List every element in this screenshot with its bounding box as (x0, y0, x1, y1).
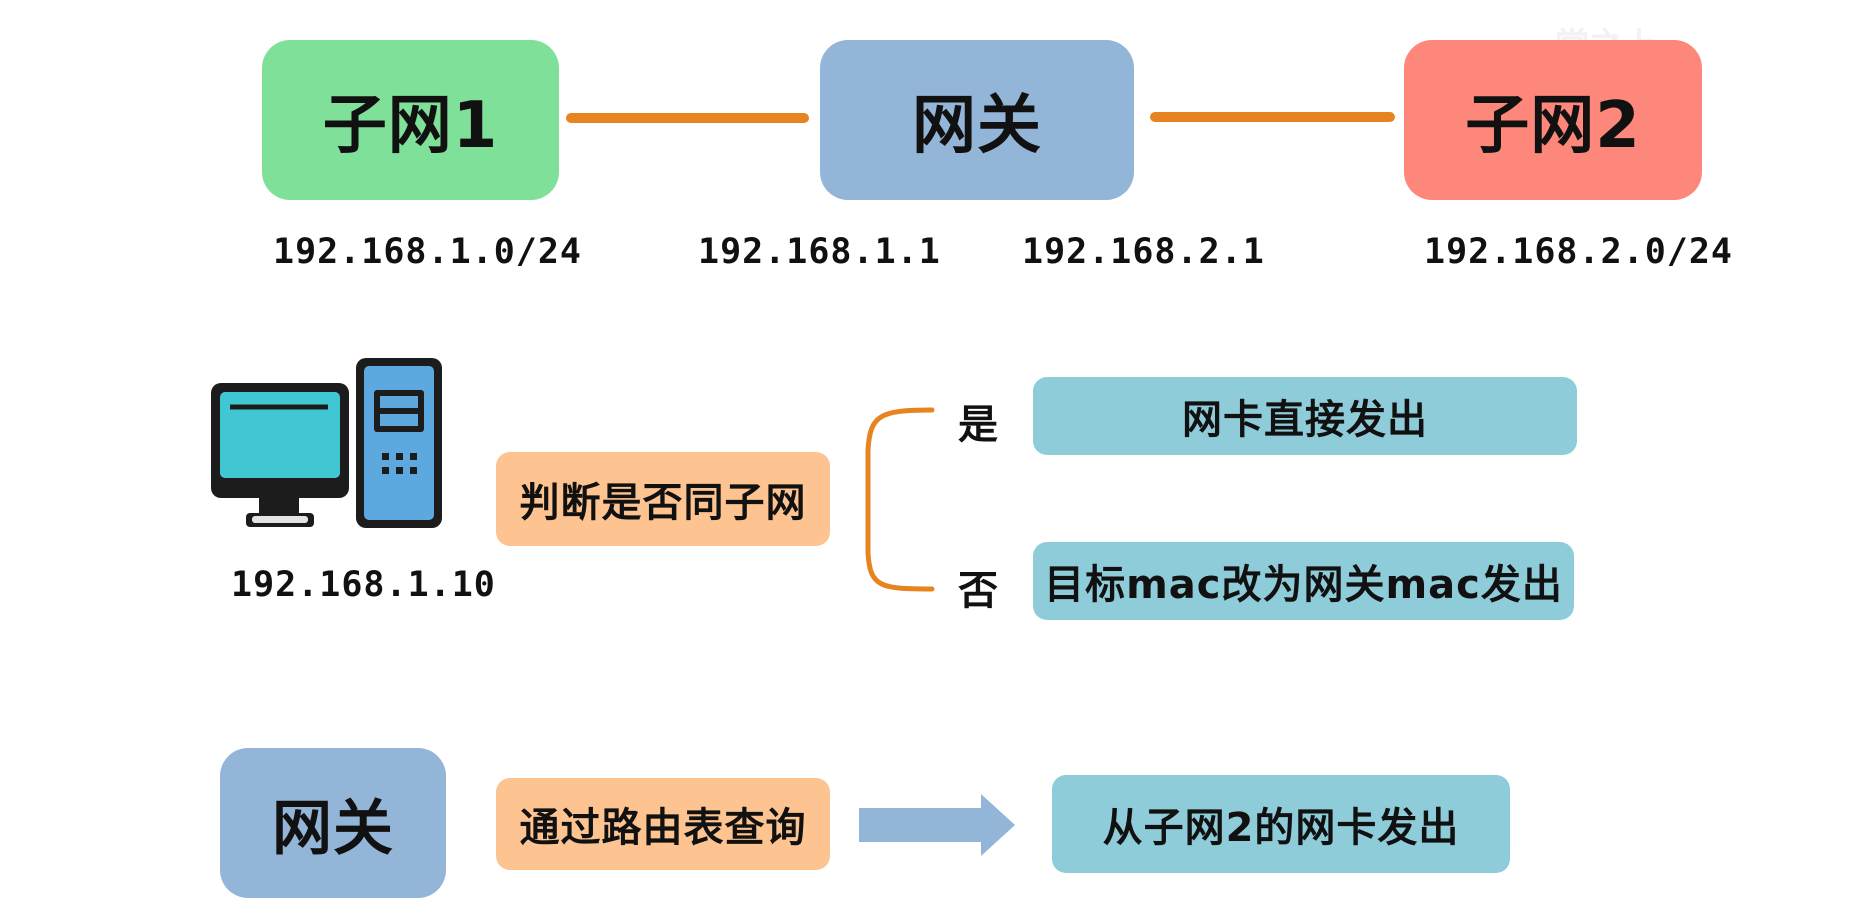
host-ip: 192.168.1.10 (231, 565, 496, 605)
result-box: 从子网2的网卡发出 (1052, 775, 1510, 873)
connector-subnet1-gateway (566, 113, 809, 123)
no-label: 否 (958, 568, 998, 614)
ip-subnet2: 192.168.2.0/24 (1424, 232, 1734, 272)
subnet1-node: 子网1 (262, 40, 559, 200)
yes-action-label: 网卡直接发出 (1182, 397, 1428, 443)
yes-label: 是 (958, 402, 998, 448)
yes-action-box: 网卡直接发出 (1033, 377, 1577, 455)
gateway-node: 网关 (820, 40, 1134, 200)
right-arrow-icon (859, 794, 1015, 856)
subnet2-node: 子网2 (1404, 40, 1702, 200)
branch-bracket (865, 407, 935, 592)
subnet1-label: 子网1 (322, 89, 499, 163)
ip-gateway-side2: 192.168.2.1 (1022, 232, 1265, 272)
decision-label: 判断是否同子网 (519, 480, 807, 526)
gateway-bottom-label: 网关 (272, 793, 394, 864)
no-action-box: 目标mac改为网关mac发出 (1033, 542, 1574, 620)
gateway-node-bottom: 网关 (220, 748, 446, 898)
result-label: 从子网2的网卡发出 (1102, 805, 1460, 851)
ip-subnet1: 192.168.1.0/24 (273, 232, 583, 272)
no-action-label: 目标mac改为网关mac发出 (1044, 562, 1563, 608)
routing-step-box: 通过路由表查询 (496, 778, 830, 870)
decision-box: 判断是否同子网 (496, 452, 830, 546)
desktop-computer-icon (211, 358, 442, 528)
routing-step-label: 通过路由表查询 (519, 805, 807, 851)
gateway-label: 网关 (912, 89, 1042, 163)
connector-gateway-subnet2 (1150, 112, 1395, 122)
ip-gateway-side1: 192.168.1.1 (698, 232, 941, 272)
subnet2-label: 子网2 (1465, 89, 1641, 163)
